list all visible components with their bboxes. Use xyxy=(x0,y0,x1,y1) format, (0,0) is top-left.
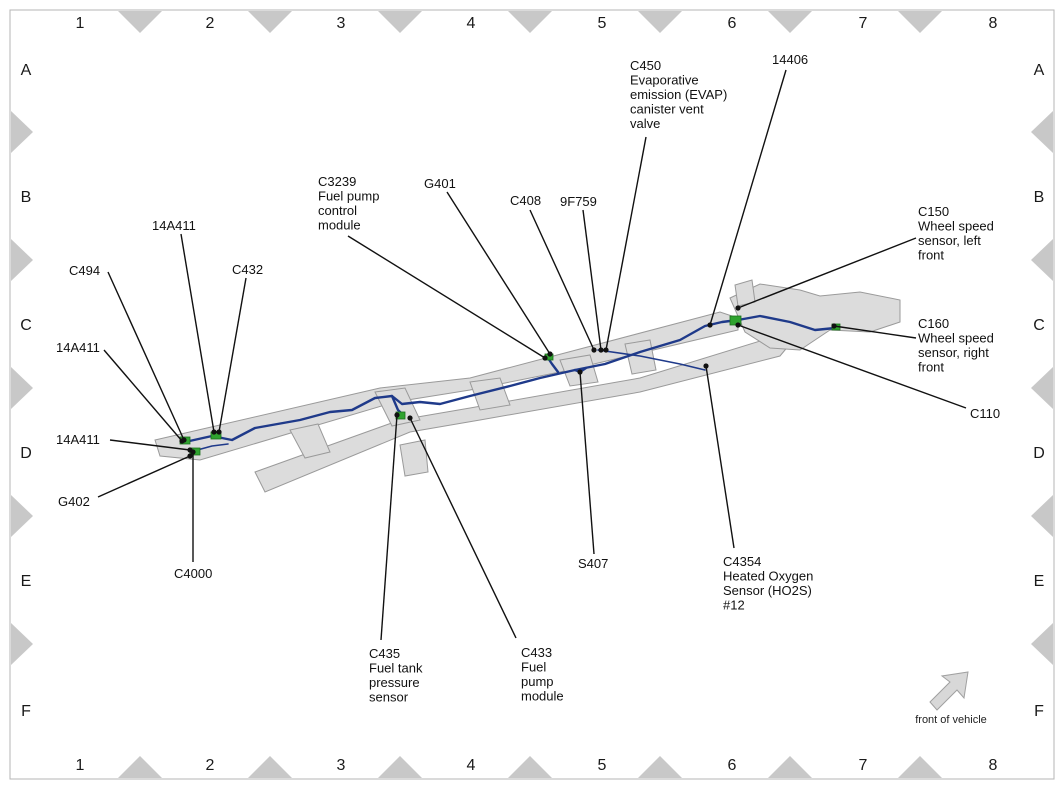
row-label-right-D: D xyxy=(1033,445,1045,462)
callout-c450-desc-2: emission (EVAP) xyxy=(630,87,727,102)
callout-c160-desc-1: Wheel speed xyxy=(918,331,994,346)
column-label-7: 7 xyxy=(859,15,868,32)
row-label-C: C xyxy=(20,317,32,334)
callout-c150-desc-3: front xyxy=(918,248,944,263)
callout-14a411-low-code: 14A411 xyxy=(56,432,100,447)
row-label-right-F: F xyxy=(1034,703,1044,720)
callout-c110-code: C110 xyxy=(970,406,1000,421)
row-label-E: E xyxy=(21,573,32,590)
border-triangles xyxy=(11,11,1053,778)
row-label-D: D xyxy=(20,445,32,462)
column-label-6: 6 xyxy=(728,15,737,32)
row-label-B: B xyxy=(21,189,32,206)
callout-c433-code: C433 xyxy=(521,645,552,660)
callout-c435-desc-3: sensor xyxy=(369,690,409,705)
callout-labels: C49414A411C43214A41114A411G402C4000C3239… xyxy=(56,52,1000,705)
column-label-1: 1 xyxy=(76,15,85,32)
callout-c4354-desc-2: Sensor (HO2S) xyxy=(723,583,812,598)
callout-c160-desc-2: sensor, right xyxy=(918,345,989,360)
row-label-right-C: C xyxy=(1033,317,1045,334)
column-label-bottom-4: 4 xyxy=(467,757,476,774)
callout-c4354-desc-1: Heated Oxygen xyxy=(723,569,813,584)
callout-c435-desc-1: Fuel tank xyxy=(369,661,423,676)
column-labels-bottom: 1 2 3 4 5 6 7 8 xyxy=(76,757,998,774)
callout-14a411-mid-code: 14A411 xyxy=(56,340,100,355)
column-label-4: 4 xyxy=(467,15,476,32)
column-label-bottom-8: 8 xyxy=(989,757,998,774)
diagram-border xyxy=(9,9,1055,780)
callout-c3239-desc-2: control xyxy=(318,203,357,218)
column-label-8: 8 xyxy=(989,15,998,32)
callout-c150-code: C150 xyxy=(918,204,949,219)
column-label-bottom-3: 3 xyxy=(337,757,346,774)
callout-c494-code: C494 xyxy=(69,263,100,278)
row-labels-left: A B C D E F xyxy=(20,62,32,720)
callout-c3239-code: C3239 xyxy=(318,174,356,189)
front-indicator: front of vehicle xyxy=(915,671,987,726)
column-label-bottom-6: 6 xyxy=(728,757,737,774)
callout-c160-desc-3: front xyxy=(918,360,944,375)
callout-c450-desc-4: valve xyxy=(630,116,660,131)
callout-c433-desc-2: pump xyxy=(521,674,554,689)
callout-c450-code: C450 xyxy=(630,58,661,73)
callout-c150-desc-1: Wheel speed xyxy=(918,219,994,234)
column-label-5: 5 xyxy=(598,15,607,32)
front-of-vehicle-label: front of vehicle xyxy=(915,714,987,726)
row-label-right-E: E xyxy=(1034,573,1045,590)
column-label-bottom-1: 1 xyxy=(76,757,85,774)
callout-c435-code: C435 xyxy=(369,646,400,661)
row-label-A: A xyxy=(21,62,32,79)
callout-c433-desc-1: Fuel xyxy=(521,660,546,675)
callout-14a411-top-code: 14A411 xyxy=(152,218,196,233)
row-label-F: F xyxy=(21,703,31,720)
callout-c433-desc-3: module xyxy=(521,689,564,704)
callout-c4354-code: C4354 xyxy=(723,554,761,569)
callout-9f759-code: 9F759 xyxy=(560,194,597,209)
leader-arrowheads xyxy=(179,305,837,459)
column-label-bottom-7: 7 xyxy=(859,757,868,774)
row-labels-right: A B C D E F xyxy=(1033,62,1045,720)
callout-c450-desc-3: canister vent xyxy=(630,102,704,117)
callout-c4000-code: C4000 xyxy=(174,566,212,581)
row-label-right-B: B xyxy=(1034,189,1045,206)
callout-c3239-desc-1: Fuel pump xyxy=(318,189,379,204)
callout-g401-code: G401 xyxy=(424,176,456,191)
column-labels-top: 1 2 3 4 5 6 7 8 xyxy=(76,15,998,32)
callout-c408-code: C408 xyxy=(510,193,541,208)
callout-c450-desc-1: Evaporative xyxy=(630,73,699,88)
column-label-bottom-2: 2 xyxy=(206,757,215,774)
callout-c3239-desc-3: module xyxy=(318,218,361,233)
leader-lines xyxy=(97,69,967,641)
callout-c432-code: C432 xyxy=(232,262,263,277)
callout-14406-code: 14406 xyxy=(772,52,808,67)
callout-c4354-desc-3: #12 xyxy=(723,598,745,613)
column-label-bottom-5: 5 xyxy=(598,757,607,774)
arrow-up-right-icon xyxy=(929,671,969,711)
column-label-2: 2 xyxy=(206,15,215,32)
callout-c150-desc-2: sensor, left xyxy=(918,233,981,248)
callout-c160-code: C160 xyxy=(918,316,949,331)
row-label-right-A: A xyxy=(1034,62,1045,79)
callout-c435-desc-2: pressure xyxy=(369,675,420,690)
callout-s407-code: S407 xyxy=(578,556,608,571)
column-label-3: 3 xyxy=(337,15,346,32)
callout-g402-code: G402 xyxy=(58,494,90,509)
